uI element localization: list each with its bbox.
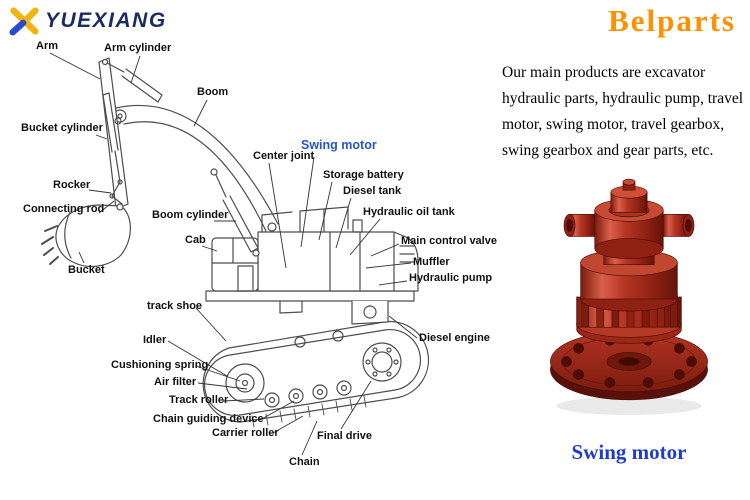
intro-line: hydraulic parts, hydraulic pump, travel <box>502 90 744 107</box>
part-label-carrier-roller: Carrier roller <box>212 427 279 439</box>
part-label-track-roller: Track roller <box>169 394 229 406</box>
excavator-svg <box>41 52 430 456</box>
leader-line <box>49 52 101 80</box>
leader-line <box>318 181 333 241</box>
leader-line <box>78 251 85 264</box>
leader-line <box>130 55 141 84</box>
leader-line <box>365 262 412 269</box>
part-label-muffler: Muffler <box>413 256 450 268</box>
leader-lines <box>49 52 418 456</box>
brand-wordmark: Belparts <box>608 3 736 38</box>
part-label-center-joint: Center joint <box>253 150 315 162</box>
leader-line <box>201 245 218 252</box>
part-label-air-filter: Air filter <box>154 376 197 388</box>
leader-line <box>222 398 265 402</box>
leader-line <box>88 189 112 194</box>
part-label-storage-battery: Storage battery <box>323 169 404 181</box>
leader-line <box>197 382 248 390</box>
part-label-chain-guiding-device: Chain guiding device <box>153 413 264 425</box>
intro-line: Our main products are excavator <box>502 64 706 81</box>
part-label-hydraulic-pump: Hydraulic pump <box>409 272 493 284</box>
part-label-bucket-cylinder: Bucket cylinder <box>21 122 103 134</box>
part-label-boom-cylinder: Boom cylinder <box>152 209 229 221</box>
leader-line <box>98 200 115 214</box>
part-label-boom: Boom <box>197 86 229 98</box>
header-logo: YUEXIANG <box>8 6 167 36</box>
part-label-arm: Arm <box>36 40 59 52</box>
part-label-main-control-valve: Main control valve <box>401 235 497 247</box>
leader-line <box>300 156 315 248</box>
leader-line <box>268 162 287 269</box>
part-label-cushioning-spring: Cushioning spring <box>111 359 209 371</box>
intro-line: motor, swing motor, travel gearbox, <box>502 116 725 133</box>
product-image <box>543 176 715 428</box>
leader-line <box>193 99 208 127</box>
leader-line <box>272 415 304 434</box>
part-label-connecting-rod: Connecting rod <box>23 203 105 215</box>
part-label-arm-cylinder: Arm cylinder <box>104 42 172 54</box>
part-label-chain: Chain <box>289 456 320 468</box>
part-label-final-drive: Final drive <box>317 430 373 442</box>
leader-line <box>195 365 241 382</box>
leader-line <box>340 380 372 430</box>
leader-line <box>335 197 352 249</box>
leader-line <box>370 243 400 257</box>
leader-line <box>195 307 227 342</box>
leader-line <box>259 400 295 421</box>
part-label-hydraulic-oil-tank: Hydraulic oil tank <box>363 206 455 218</box>
intro-text: Our main products are excavator hydraulic… <box>502 60 748 164</box>
logo-x-icon <box>9 7 39 36</box>
leader-line <box>95 134 108 140</box>
product-caption: Swing motor <box>571 440 687 464</box>
leader-line <box>378 280 408 286</box>
intro-line: swing gearbox and gear parts, etc. <box>502 142 714 159</box>
leader-line <box>388 315 418 339</box>
leader-line <box>301 420 318 456</box>
leader-line <box>349 218 381 256</box>
part-label-cab: Cab <box>185 234 206 246</box>
logo-text: YUEXIANG <box>45 9 167 32</box>
part-label-rocker: Rocker <box>53 179 91 191</box>
excavator-drawing <box>41 57 430 428</box>
swing-motor-image <box>550 178 708 415</box>
part-label-diesel-tank: Diesel tank <box>343 185 402 197</box>
part-label-diesel-engine: Diesel engine <box>419 332 490 344</box>
part-label-track-shoe: track shoe <box>147 300 203 312</box>
leader-line <box>167 340 228 377</box>
part-label-swing-motor: Swing motor <box>301 138 377 152</box>
part-label-idler: Idler <box>143 334 167 346</box>
part-label-bucket: Bucket <box>68 264 105 276</box>
